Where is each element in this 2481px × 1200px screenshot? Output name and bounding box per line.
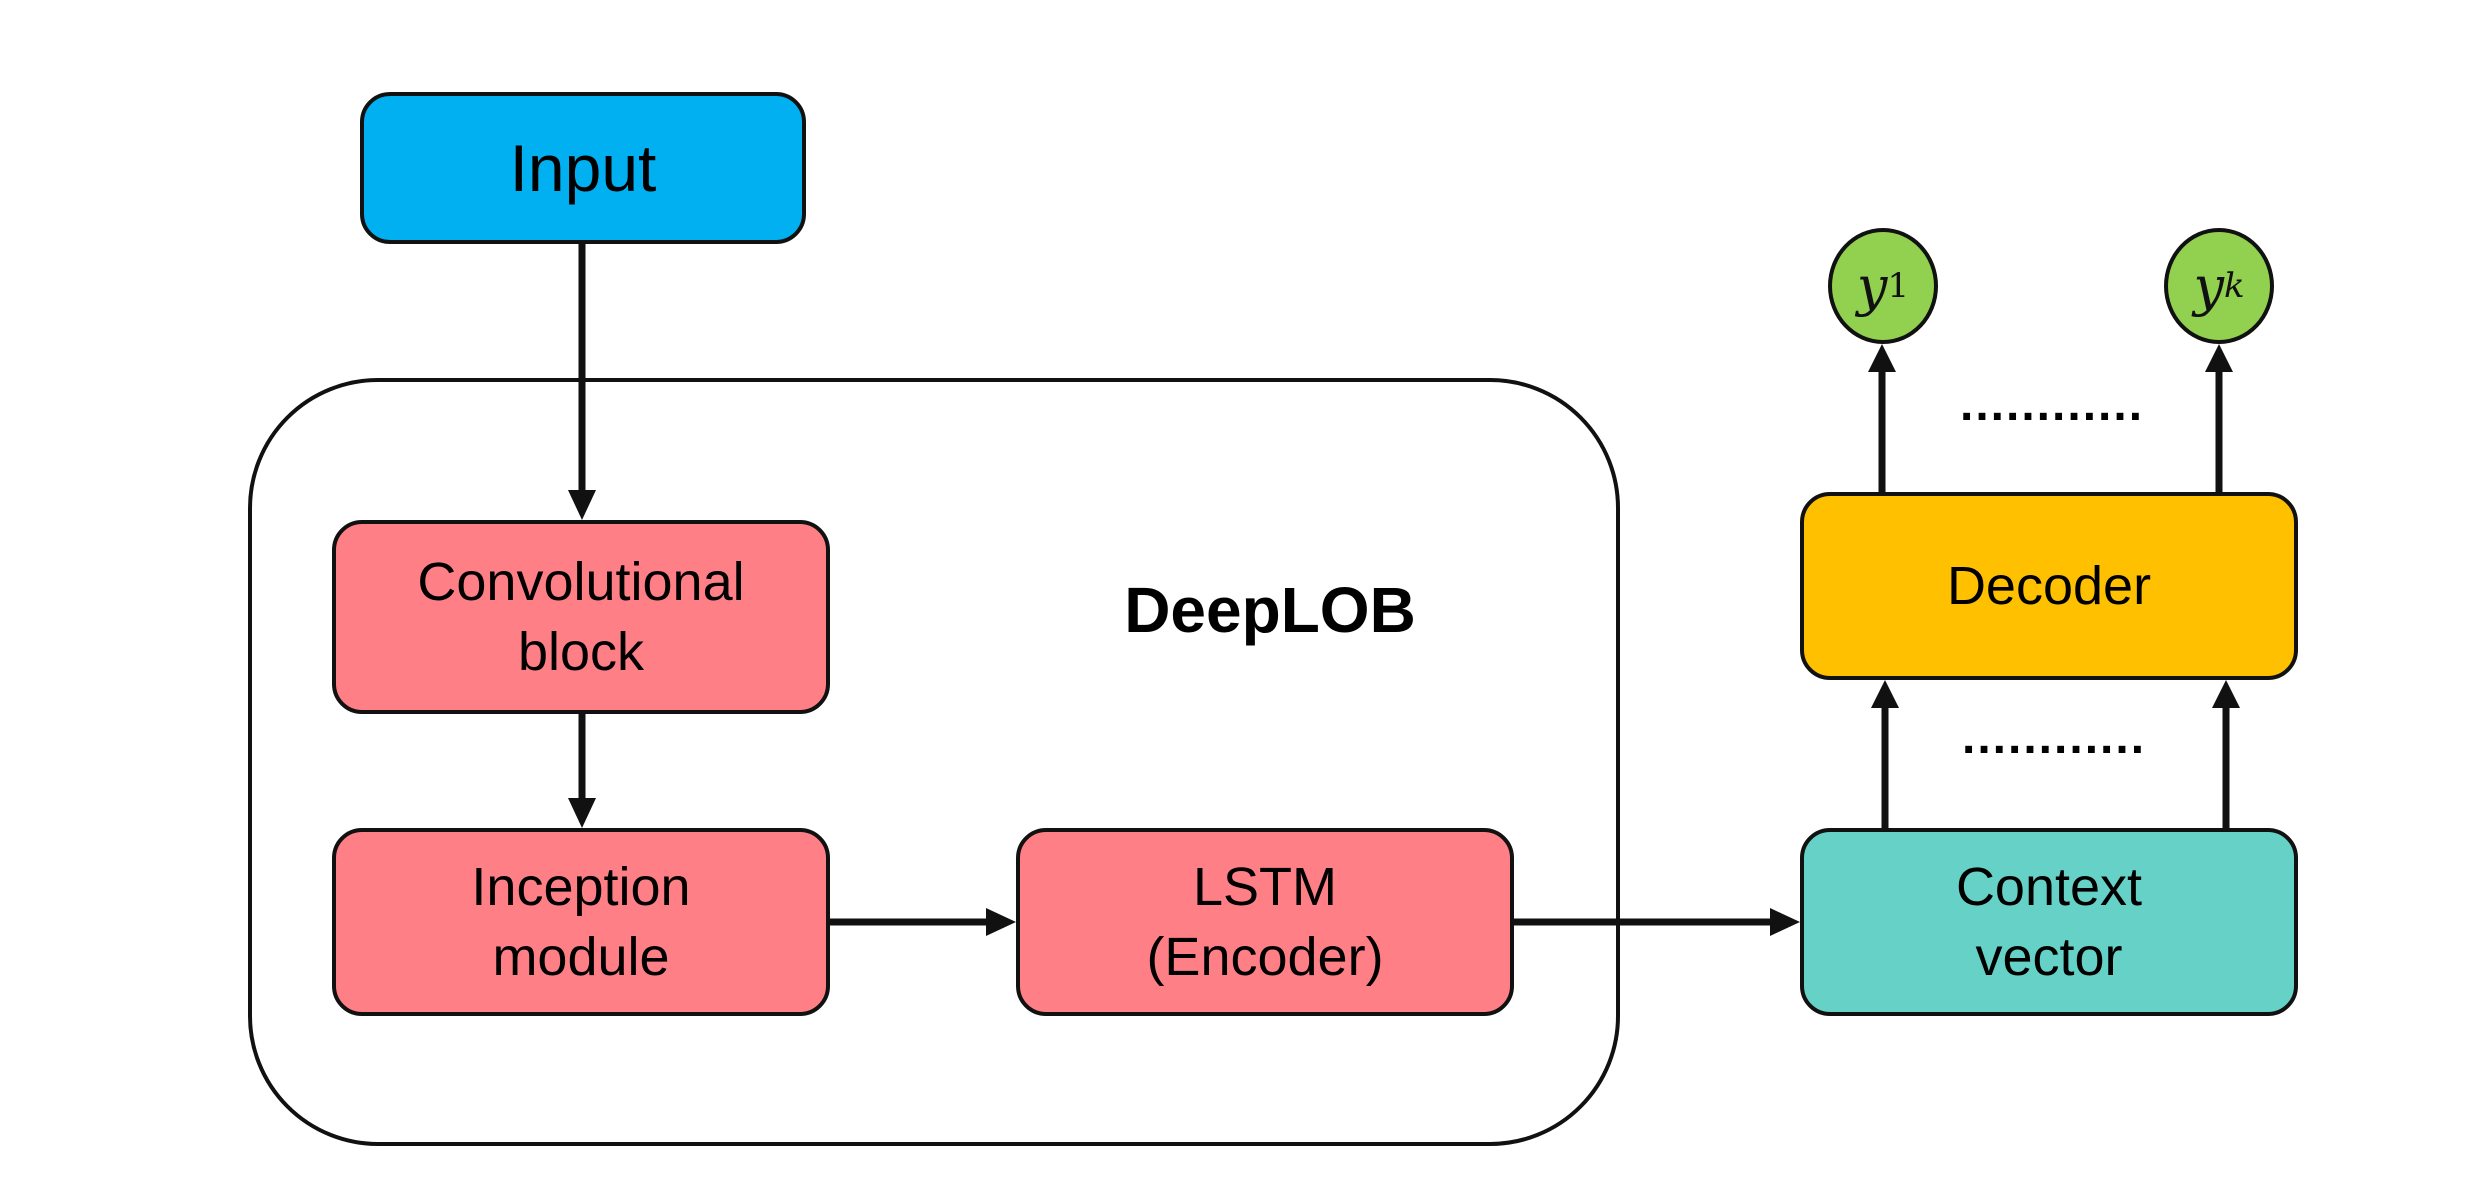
lstm-encoder-node: LSTM (Encoder) [1016,828,1514,1016]
context-label-line1: Context [1955,857,2143,917]
arrowhead-decoder-right [2212,680,2240,708]
output-y1-var: y [1856,254,1888,318]
context-label-line2: vector [1975,927,2123,987]
arrowhead-yk [2205,344,2233,372]
arrowhead-decoder-left [1871,680,1899,708]
lstm-label-line2: (Encoder) [1146,927,1384,987]
decoder-label: Decoder [1946,556,2152,616]
output-yk-var: y [2193,254,2224,318]
output-yk-subscript-text: k [2223,266,2245,306]
conv-label-line1: Convolutional [417,552,745,612]
arrowhead-lstm [986,908,1016,936]
arrowhead-conv [568,490,596,520]
arrowhead-context [1770,908,1800,936]
input-node: Input [360,92,806,244]
inception-label-line2: module [492,927,670,987]
convolutional-block-node: Convolutional block [332,520,830,714]
output-yk-subscript: k [2224,266,2245,306]
lstm-label-line1: LSTM [1192,857,1338,917]
output-y1-subscript: 1 [1887,266,1910,306]
decoder-steps-ellipsis: ............ [1962,711,2147,764]
arrowhead-y1 [1868,344,1896,372]
input-label: Input [509,131,657,205]
context-vector-node: Context vector [1800,828,2298,1016]
inception-label-line1: Inception [471,857,691,917]
outputs-ellipsis: ............ [1960,378,2145,431]
deeplob-group-frame [248,378,1620,1146]
deeplob-title: DeepLOB [1124,574,1416,646]
conv-label-line2: block [517,622,645,682]
arrowhead-inception [568,798,596,828]
inception-module-node: Inception module [332,828,830,1016]
decoder-node: Decoder [1800,492,2298,680]
